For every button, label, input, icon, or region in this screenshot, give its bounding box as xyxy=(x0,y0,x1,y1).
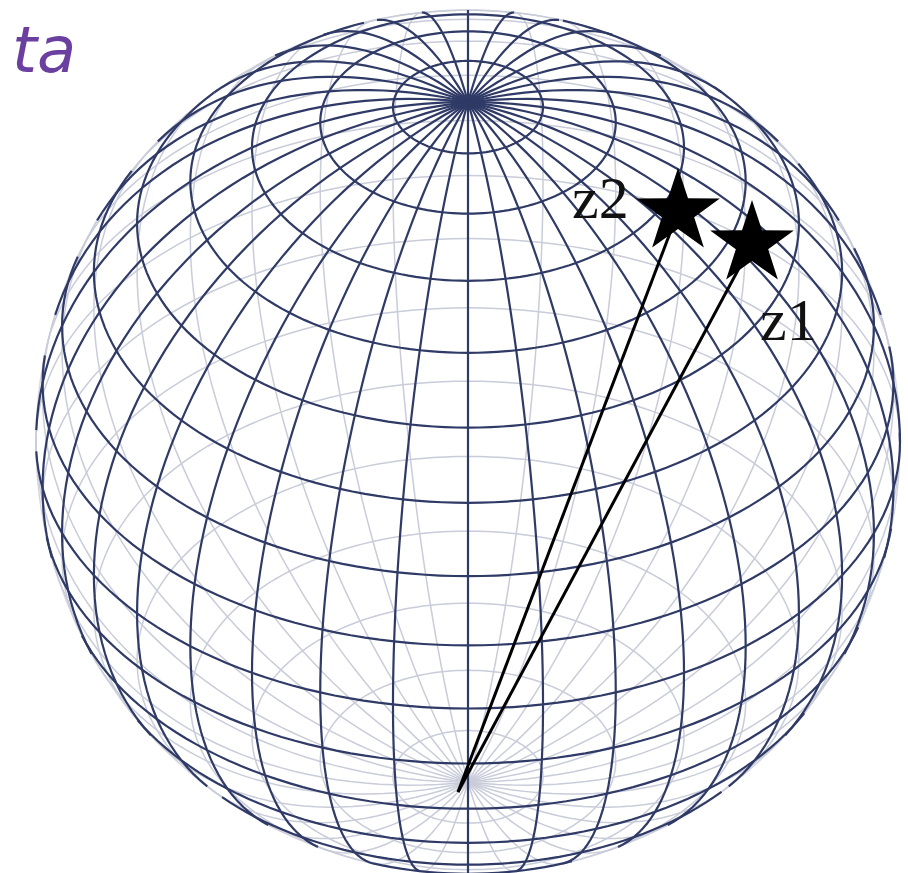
ray-line xyxy=(458,212,678,792)
front-grid-line xyxy=(468,12,514,102)
ray-line xyxy=(458,244,752,792)
back-grid-line xyxy=(468,782,563,864)
back-grid-line xyxy=(420,782,468,872)
back-grid-line xyxy=(43,315,468,782)
front-grid-line xyxy=(468,713,804,843)
back-grid-line xyxy=(214,19,713,92)
back-graticule xyxy=(36,10,900,873)
front-grid-line xyxy=(467,102,469,873)
front-graticule xyxy=(36,10,900,873)
back-grid-line xyxy=(373,782,468,864)
point-label: z2 xyxy=(572,168,629,228)
back-grid-line xyxy=(468,35,684,782)
back-grid-line xyxy=(468,782,516,872)
back-grid-line xyxy=(252,35,468,782)
front-grid-line xyxy=(468,102,900,442)
front-grid-line xyxy=(252,102,468,847)
back-grid-line xyxy=(207,782,468,823)
front-grid-line xyxy=(62,102,468,654)
star-marker xyxy=(636,168,720,248)
front-grid-line xyxy=(190,102,468,825)
front-grid-line xyxy=(62,257,468,576)
back-grid-line xyxy=(468,782,729,823)
front-grid-line xyxy=(468,77,778,142)
star-marker xyxy=(710,200,794,280)
front-grid-line xyxy=(47,538,468,764)
heading-fragment: ta xyxy=(12,18,76,82)
front-grid-line xyxy=(468,102,543,871)
front-grid-line xyxy=(468,528,891,763)
front-grid-line xyxy=(468,102,746,825)
back-grid-line xyxy=(468,56,746,782)
back-grid-line xyxy=(94,141,468,782)
back-grid-line xyxy=(393,12,468,782)
front-grid-line xyxy=(468,99,881,315)
back-grid-line xyxy=(468,782,668,839)
back-grid-line xyxy=(190,56,468,782)
front-grid-line xyxy=(422,12,468,102)
back-grid-line xyxy=(468,141,842,782)
front-grid-line xyxy=(468,102,893,558)
front-grid-line xyxy=(467,10,469,102)
back-grid-line xyxy=(36,430,468,782)
front-grid-line xyxy=(468,102,684,847)
front-grid-line xyxy=(393,102,468,871)
front-grid-line xyxy=(468,102,842,735)
point-label: z1 xyxy=(760,290,817,350)
sphere-outline xyxy=(36,10,900,873)
front-grid-line xyxy=(468,87,799,428)
back-grid-line xyxy=(468,315,893,782)
